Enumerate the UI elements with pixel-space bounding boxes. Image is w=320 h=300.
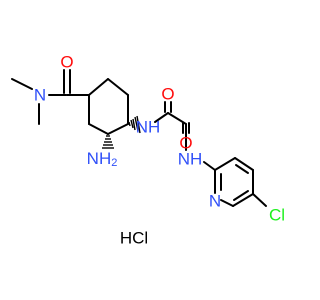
pyridine-bond-c2-c3 (214, 157, 236, 171)
atom-labels: O N NH2 NH O O NH N Cl (34, 53, 285, 225)
ring-bond-c2-c3 (107, 78, 129, 96)
amine-nitrogen-symbol: N (87, 149, 99, 168)
ring-bond-c5-c6 (88, 123, 109, 135)
bond-nh-oxalyl-c1 (154, 112, 169, 123)
bond-network (11, 69, 267, 207)
pyridine-inner-c3-c4 (235, 164, 249, 174)
atom-carbonyl-oxygen: O (60, 53, 73, 72)
chemical-structure: O N NH2 NH O O NH N Cl HCl (11, 53, 285, 248)
atom-dimethylamide-nitrogen: N (34, 86, 46, 105)
stereo-hashed-bond-nh2 (102, 135, 114, 149)
pyridine-inner-c5-c6 (233, 190, 249, 201)
ring-bond-c4-c5 (107, 123, 129, 135)
bond-pyridine-chlorine (252, 193, 267, 207)
salt-label-hcl: HCl (120, 229, 148, 248)
atom-amide-nh-1: NH (136, 118, 161, 137)
atom-chlorine: Cl (269, 206, 285, 225)
atom-amide-nh-2: NH (178, 150, 203, 169)
ring-bond-c1-c2 (88, 78, 109, 96)
atom-amine-nh2: NH2 (87, 149, 118, 170)
atom-oxalyl-oxygen-1: O (161, 85, 174, 104)
amine-hydrogen-count: 2 (111, 157, 117, 169)
bond-nh-pyridine (203, 161, 216, 171)
atom-oxalyl-oxygen-2: O (179, 134, 192, 153)
pyridine-bond-c3-c4 (234, 157, 254, 171)
atom-pyridine-nitrogen: N (209, 192, 221, 211)
bond-n-methyl-upper (11, 78, 33, 90)
stereo-hashed-bond-nh (128, 115, 141, 134)
pyridine-bond-c6-n (220, 199, 234, 207)
amine-hydrogen-symbol: H (99, 149, 111, 168)
pyridine-bond-c5-c6 (232, 193, 254, 207)
